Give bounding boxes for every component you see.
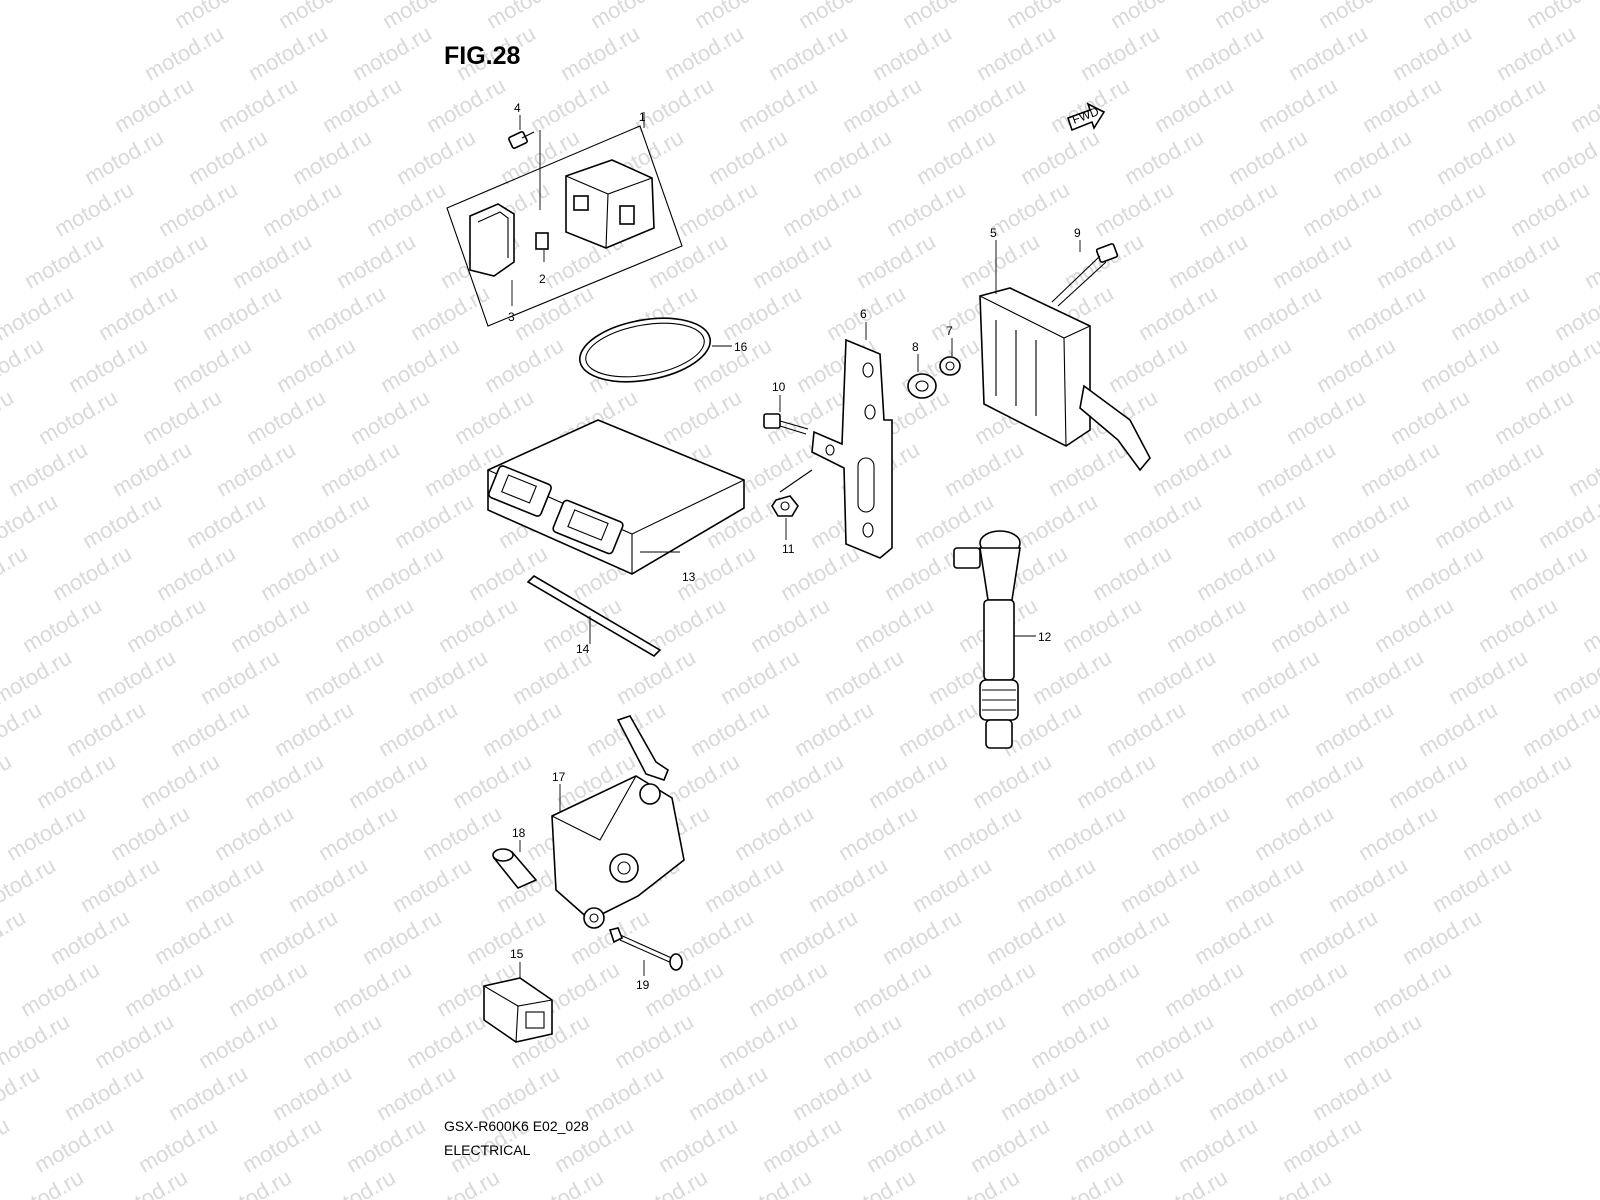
figure-title: FIG.28 (444, 42, 521, 70)
callout-19: 19 (636, 978, 650, 992)
part-5-regulator (979, 240, 1151, 472)
callout-9: 9 (1074, 226, 1081, 240)
callout-8: 8 (912, 340, 919, 354)
part-14-tape (526, 574, 662, 658)
callout-16: 16 (734, 340, 748, 354)
callout-11: 11 (782, 542, 795, 556)
part-2-fuse (535, 232, 549, 262)
part-15-connector (483, 962, 553, 1043)
part-1-frame (446, 125, 683, 327)
part-19-screw (608, 927, 683, 976)
part-10-bolt (763, 395, 809, 435)
part-8-grommet (907, 354, 937, 399)
part-6-bracket (811, 322, 893, 559)
part-4-screw (508, 115, 535, 149)
part-16-ring (578, 317, 732, 383)
callout-13: 13 (682, 570, 696, 584)
callout-4: 4 (514, 101, 521, 115)
part-13-ecm (487, 419, 745, 575)
model-code: GSX-R600K6 E02_028 (444, 1118, 589, 1134)
part-17-sensor (551, 715, 685, 929)
section-title: ELECTRICAL (444, 1142, 531, 1158)
callout-10: 10 (772, 380, 786, 394)
callout-18: 18 (512, 826, 526, 840)
part-12-ignition-coil (953, 530, 1036, 749)
callout-7: 7 (946, 324, 953, 338)
callout-12: 12 (1038, 630, 1052, 644)
callout-5: 5 (990, 226, 997, 240)
callout-3: 3 (508, 310, 515, 324)
callout-1: 1 (639, 110, 646, 124)
callout-2: 2 (539, 272, 546, 286)
part-11-nut (771, 469, 813, 540)
callout-14: 14 (576, 642, 590, 656)
part-7-collar (939, 338, 961, 376)
part-9-bolt (1051, 240, 1119, 307)
part-1-relay (539, 130, 655, 249)
part-3-cover (469, 203, 515, 306)
callout-17: 17 (552, 770, 566, 784)
fwd-arrow-icon: FWD (1066, 102, 1106, 132)
callout-15: 15 (510, 947, 524, 961)
part-18-sleeve (492, 840, 538, 889)
callout-6: 6 (860, 307, 867, 321)
